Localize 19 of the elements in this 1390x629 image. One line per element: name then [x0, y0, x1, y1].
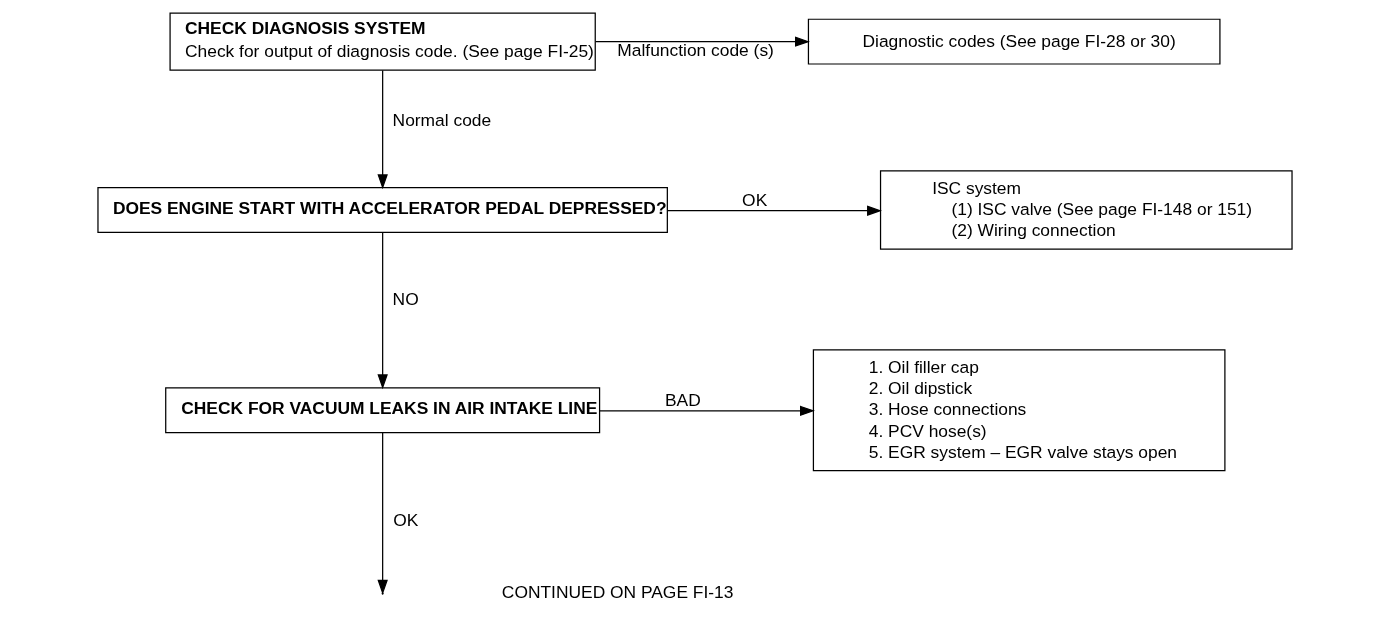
edge-label: OK: [393, 510, 419, 531]
edge-label: BAD: [665, 390, 701, 411]
arrow: [667, 205, 882, 216]
edge-label: Normal code: [392, 109, 492, 130]
arrow: [377, 69, 388, 190]
node-box: CHECK DIAGNOSIS SYSTEM Check for output of diagnosis code. (See page FI-25): [169, 12, 596, 71]
edge-label: Malfunction code (s): [617, 39, 774, 60]
node-box: Diagnostic codes (See page FI-28 or 30): [807, 18, 1221, 65]
arrow: [599, 405, 815, 417]
arrow: [377, 232, 388, 390]
edge-label: OK: [742, 189, 768, 210]
arrow: [594, 36, 810, 47]
node-box: ISC system (1) ISC valve (See page FI-148 or 151) (2) Wiring connection: [879, 170, 1293, 250]
label: CONTINUED ON PAGE FI-13: [501, 582, 734, 603]
node-box: CHECK FOR VACUUM LEAKS IN AIR INTAKE LINE: [165, 387, 601, 434]
arrow: [377, 432, 388, 595]
edge-label: NO: [392, 288, 419, 309]
node-box: DOES ENGINE START WITH ACCELERATOR PEDAL DEPRESSED?: [97, 187, 668, 234]
node-box: 1. Oil filler cap 2. Oil dipstick 3. Hose connections 4. PCV hose(s) 5. EGR system – EGR valve stays open: [812, 349, 1226, 472]
